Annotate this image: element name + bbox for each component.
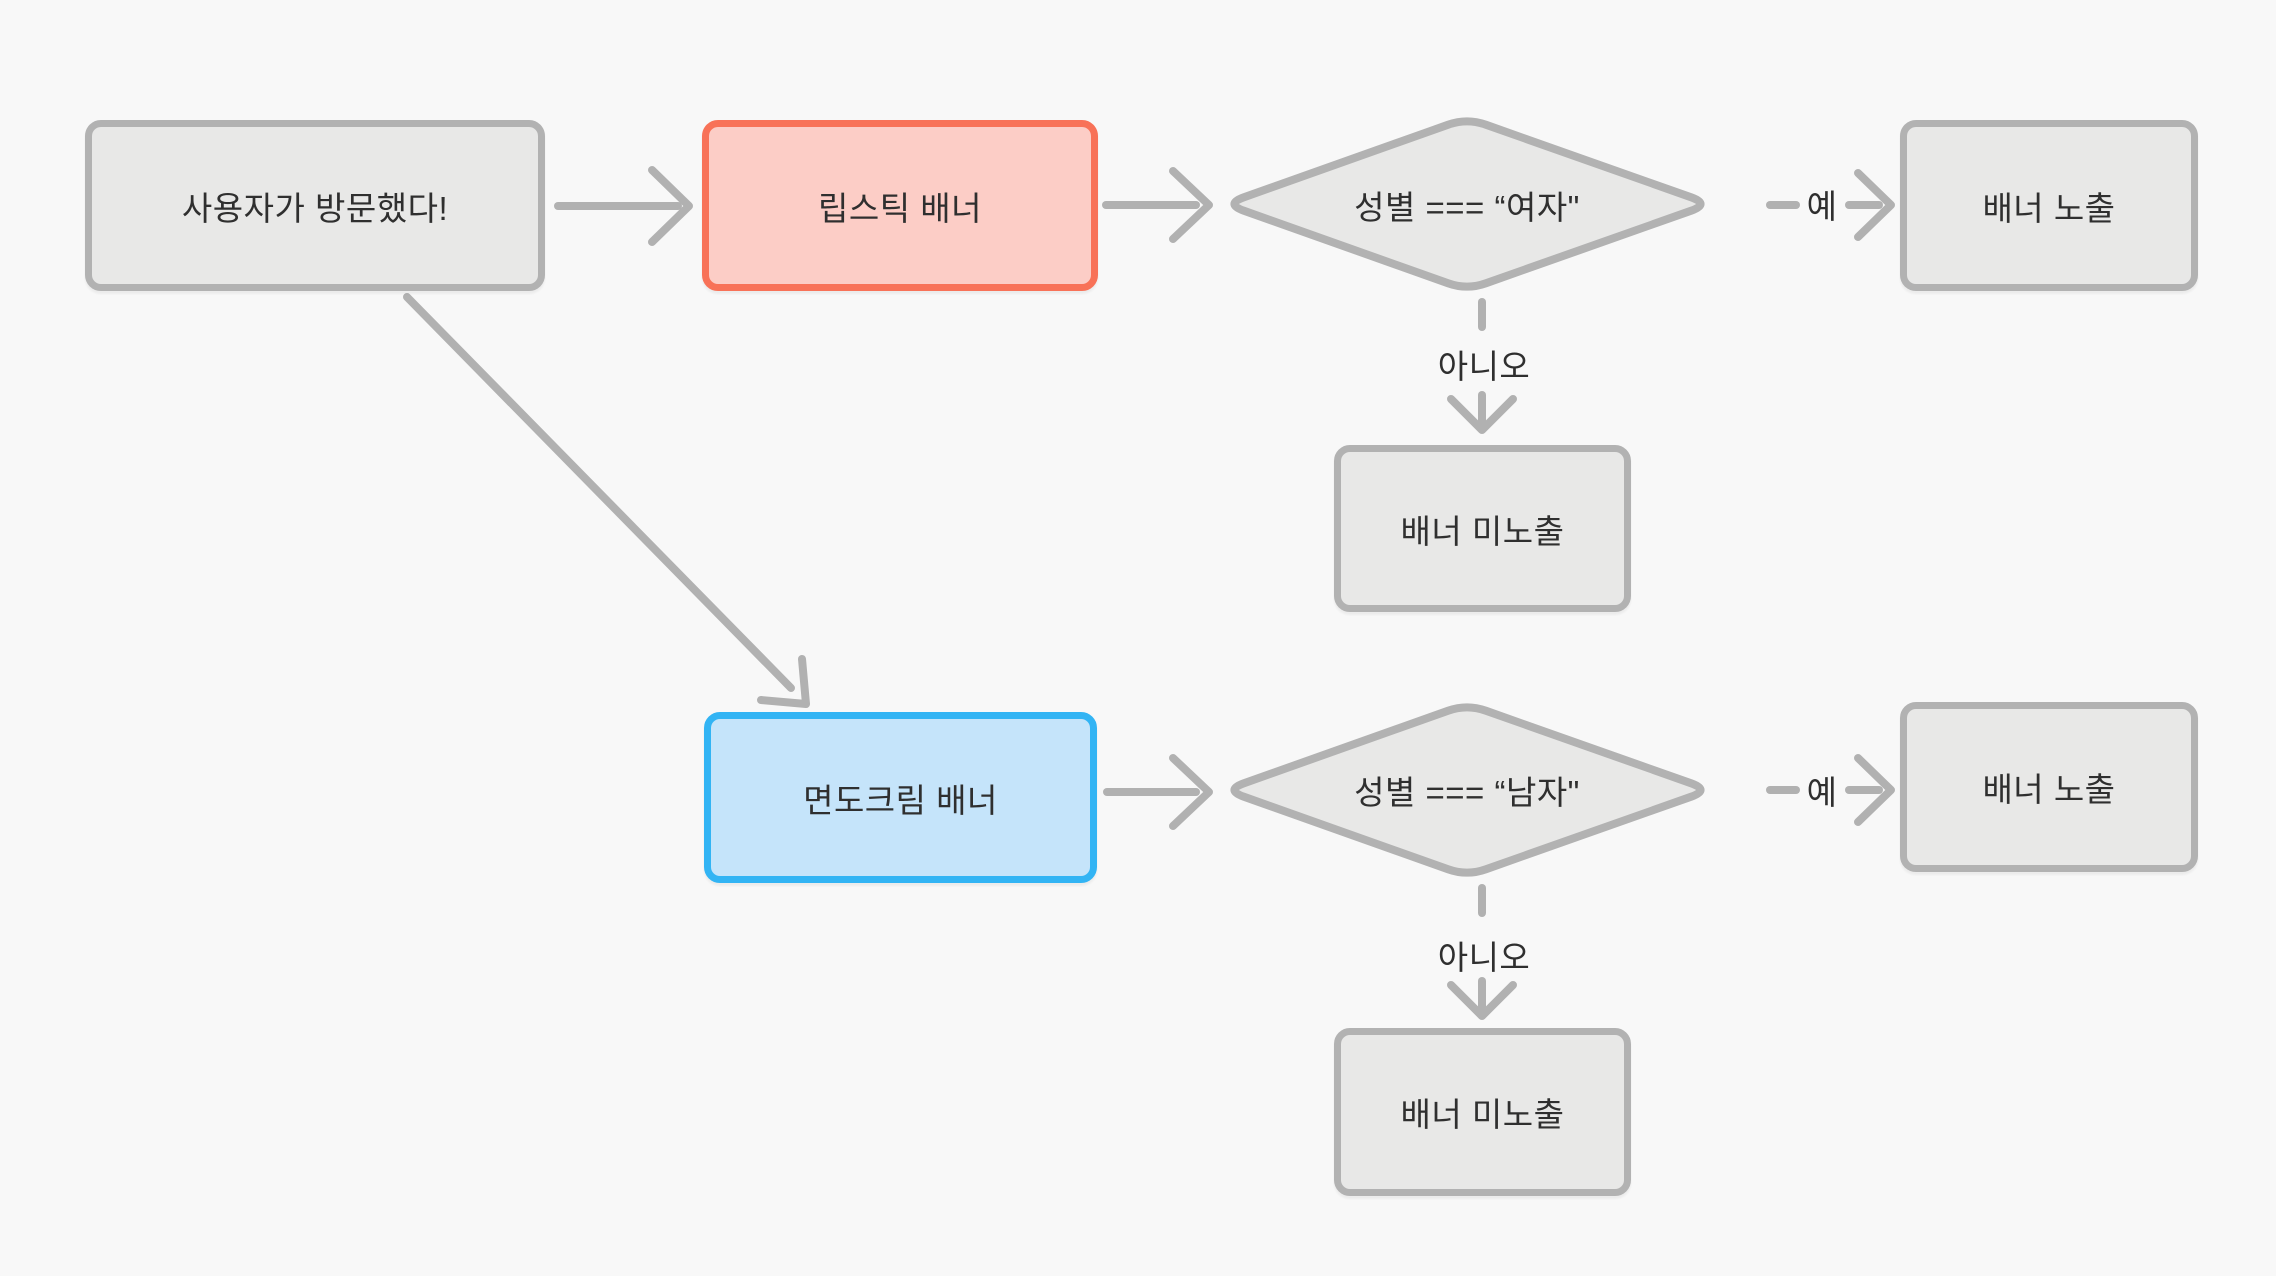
flow-node-banner-hidden-top: 배너 미노출 bbox=[1334, 445, 1631, 612]
edge-label-yes-bottom: 예 bbox=[1806, 774, 1838, 811]
edge-label-no-bottom: 아니오 bbox=[1437, 939, 1531, 976]
arrow-lipstick-to-decision-head bbox=[1169, 167, 1213, 243]
arrow-no-bottom-head bbox=[1447, 981, 1517, 1020]
flow-node-banner-shown-bottom: 배너 노출 bbox=[1900, 702, 2198, 872]
decision-gender-female-shape bbox=[1230, 117, 1705, 291]
arrow-shaving-to-decision-head bbox=[1169, 754, 1213, 830]
flow-node-banner-hidden-bottom: 배너 미노출 bbox=[1334, 1028, 1631, 1196]
edge-label-yes-top: 예 bbox=[1806, 188, 1838, 225]
arrow-yes-top-head bbox=[1854, 169, 1895, 241]
decision-gender-male-label: 성별 === “남자" bbox=[1354, 774, 1580, 811]
flow-node-shaving-cream-banner: 면도크림 배너 bbox=[704, 712, 1097, 883]
decision-gender-male-shape bbox=[1230, 703, 1705, 877]
flow-node-start: 사용자가 방문했다! bbox=[85, 120, 545, 291]
arrow-start-to-lipstick-head bbox=[648, 166, 693, 246]
arrow-no-top-head bbox=[1447, 395, 1517, 434]
flow-node-banner-shown-top: 배너 노출 bbox=[1900, 120, 2198, 291]
edge-label-no-top: 아니오 bbox=[1437, 348, 1531, 385]
arrow-start-to-shaving-shaft bbox=[403, 293, 795, 692]
arrow-yes-bottom-head bbox=[1854, 754, 1895, 826]
arrow-start-to-shaving-head bbox=[757, 655, 810, 708]
decision-gender-female-label: 성별 === “여자" bbox=[1354, 189, 1580, 226]
flow-node-lipstick-banner: 립스틱 배너 bbox=[702, 120, 1098, 291]
